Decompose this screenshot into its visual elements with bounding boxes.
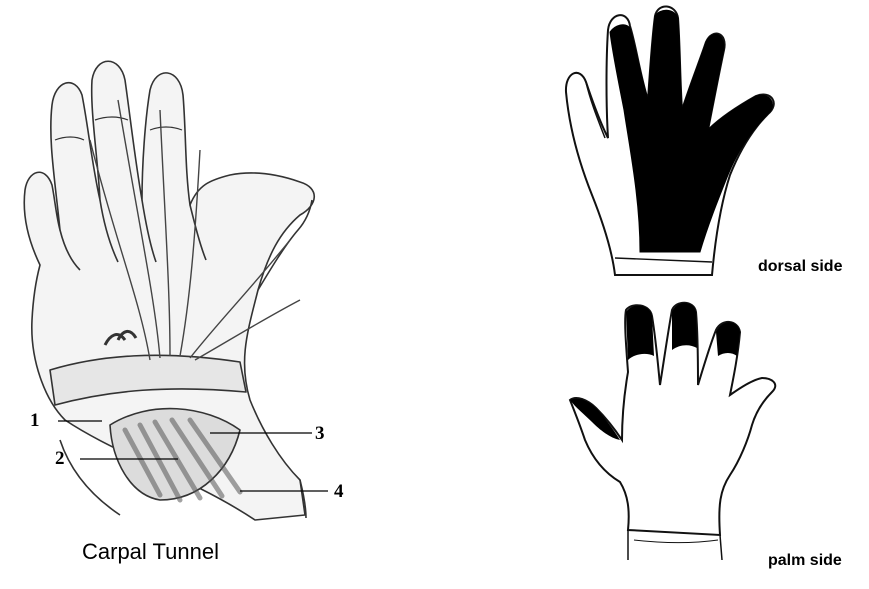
callout-number-3: 3 [315,423,325,445]
anatomical-hand-drawing [24,61,314,520]
callout-number-1: 1 [30,410,40,432]
left-figure-caption: Carpal Tunnel [82,539,219,565]
callout-number-2: 2 [55,448,65,470]
palm-hand-drawing [570,303,775,560]
callout-number-4: 4 [334,481,344,503]
dorsal-hand-drawing [566,6,774,275]
palm-side-label: palm side [768,552,842,570]
dorsal-side-label: dorsal side [758,258,842,276]
